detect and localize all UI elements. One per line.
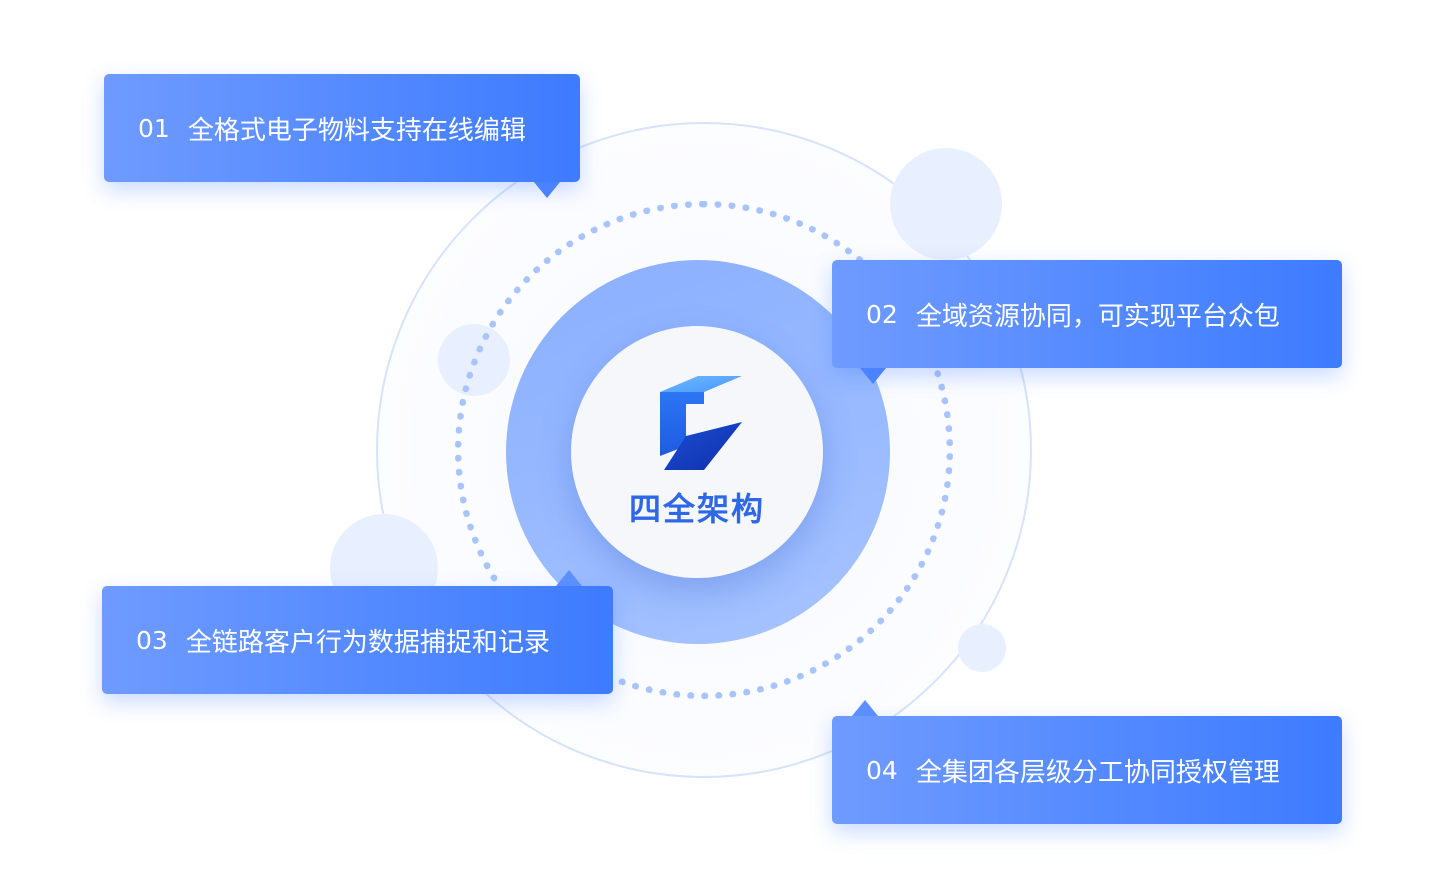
feature-card-03: 03 全链路客户行为数据捕捉和记录 (102, 586, 613, 694)
decor-bubble (890, 148, 1002, 260)
card-pointer (534, 182, 560, 198)
feature-text: 全集团各层级分工协同授权管理 (915, 757, 1280, 788)
decor-bubble (958, 624, 1006, 672)
feature-number: 03 (136, 625, 168, 655)
feature-card-01: 01 全格式电子物料支持在线编辑 (104, 74, 580, 182)
logo-icon (660, 376, 742, 470)
center-title: 四全架构 (628, 490, 765, 528)
feature-card-04: 04 全集团各层级分工协同授权管理 (832, 716, 1342, 824)
card-pointer (852, 700, 878, 716)
feature-number: 04 (866, 755, 898, 785)
feature-card-02: 02 全域资源协同，可实现平台众包 (832, 260, 1342, 368)
feature-number: 01 (138, 113, 170, 143)
dotted-ring (455, 201, 953, 699)
card-pointer (860, 368, 886, 384)
card-pointer (556, 570, 582, 586)
feature-number: 02 (866, 299, 898, 329)
feature-text: 全域资源协同，可实现平台众包 (915, 301, 1280, 332)
feature-text: 全链路客户行为数据捕捉和记录 (185, 627, 550, 658)
feature-text: 全格式电子物料支持在线编辑 (187, 115, 526, 146)
